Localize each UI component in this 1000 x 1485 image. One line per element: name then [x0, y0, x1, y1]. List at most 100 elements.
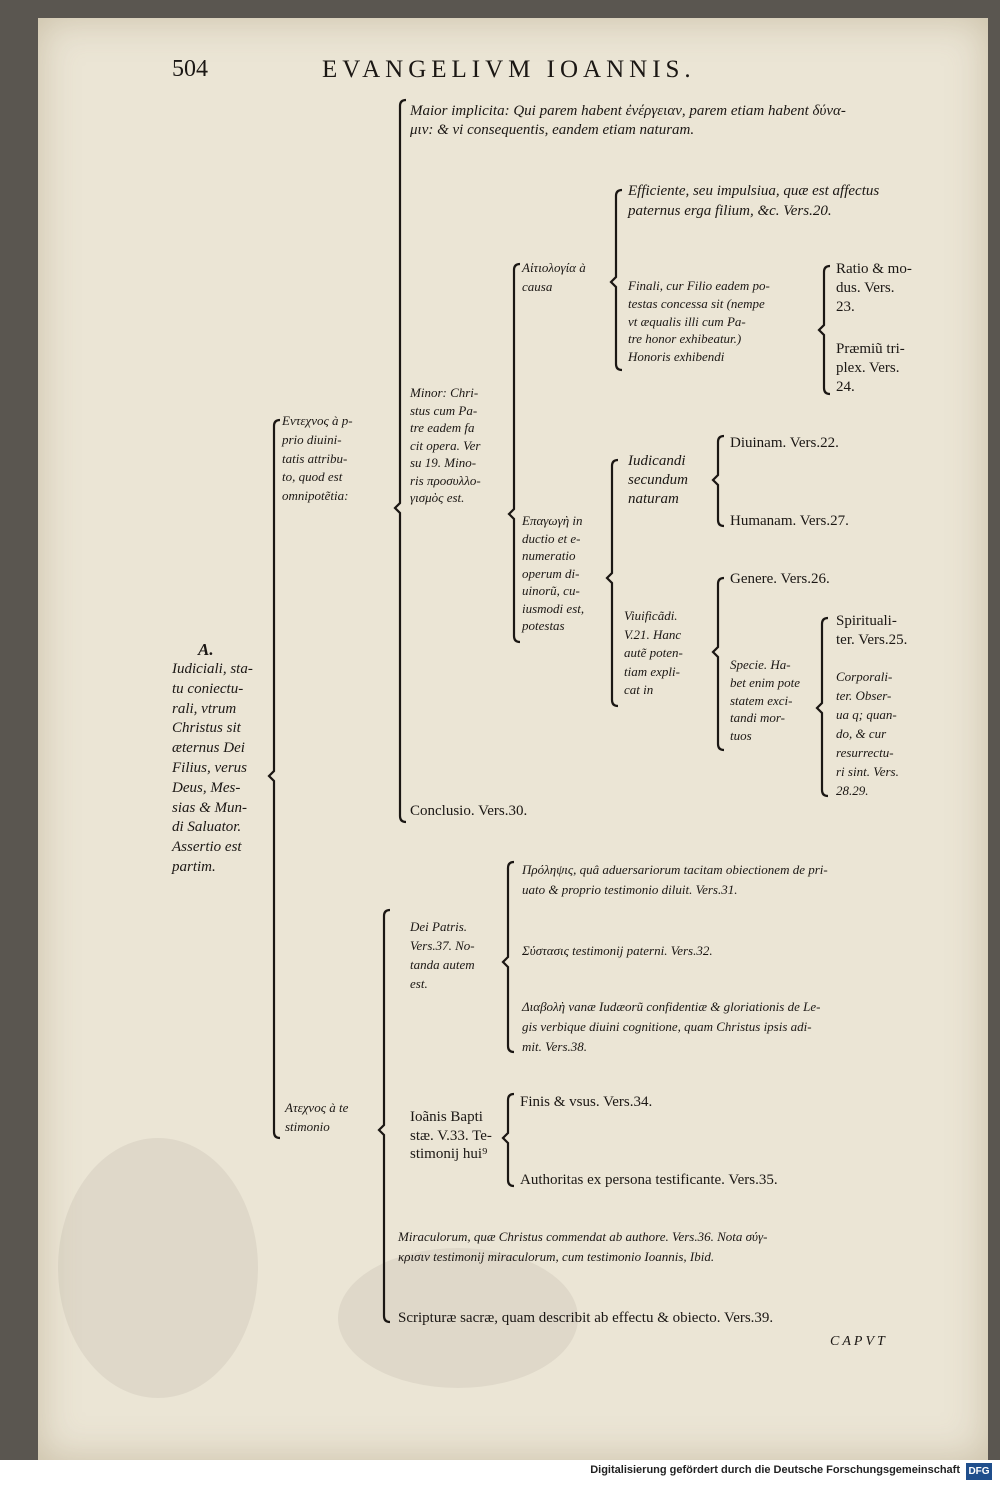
minor-line: γισμὸς est.: [410, 490, 465, 505]
specie-line: tuos: [730, 728, 752, 744]
brace-line: [377, 908, 391, 1324]
miraculorum-line: κρισιν testimonij miraculorum, cum testi…: [398, 1249, 715, 1264]
entechnos-line: Εντεχνος à p-: [282, 413, 353, 428]
root-line: Assertio est: [172, 839, 242, 856]
conclusio: Conclusio. Vers.30.: [410, 803, 528, 819]
brace-line: [507, 262, 521, 644]
root-line: Deus, Mes-: [172, 779, 241, 796]
diabole-line: Διαβολὴ vanæ Iudæorũ confidentiæ & glori…: [522, 999, 821, 1014]
entechnos-line: to, quod est: [282, 469, 343, 485]
finali-line: Honoris exhibendi: [628, 349, 725, 365]
epagoge-line: uinorũ, cu-: [522, 583, 580, 598]
efficiente-line: Efficiente, seu impulsiua, quæ est affec…: [628, 183, 880, 199]
brace-line: [501, 860, 515, 1054]
root-line: partim.: [172, 859, 216, 875]
paper-stain: [338, 1248, 578, 1388]
dei-line: Dei Patris.: [410, 919, 468, 934]
iudicandi-line: Iudicandi: [628, 453, 686, 469]
brace-line: [609, 188, 623, 372]
minor-line: cit opera. Ver: [410, 437, 481, 453]
finali-line: testas concessa sit (nempe: [628, 295, 765, 311]
specie-line: tandi mor-: [730, 710, 785, 726]
apologia-line: causa: [522, 279, 553, 294]
corporaliter-line: ter. Obser-: [836, 688, 892, 703]
epagoge-line: Επαγωγὴ in: [522, 513, 583, 528]
major-line: Maior implicita: Qui parem habent ἐνέργε…: [410, 103, 846, 119]
viuificandi-line: Viuificãdi.: [624, 608, 678, 623]
footer-bar: Digitalisierung gefördert durch die Deut…: [0, 1460, 1000, 1485]
brace-line: [711, 576, 725, 752]
root-line: Christus sit: [172, 720, 241, 737]
entechnos-line: omnipotẽtia:: [282, 488, 349, 504]
diabole-line: mit. Vers.38.: [522, 1039, 587, 1054]
minor-line: stus cum Pa-: [410, 402, 478, 418]
epagoge-line: potestas: [522, 618, 565, 633]
iudicandi-line: naturam: [628, 491, 679, 507]
root-line: Filius, verus: [172, 760, 247, 776]
dei-line: tanda autem: [410, 957, 475, 972]
root-line: sias & Mun-: [172, 799, 247, 816]
genere: Genere. Vers.26.: [730, 571, 830, 587]
epagoge-line: numeratio: [522, 548, 576, 563]
dfg-logo: DFG: [966, 1463, 992, 1480]
dei-line: est.: [410, 976, 428, 991]
root-marker: A.: [198, 640, 214, 659]
root-line: Iudiciali, sta-: [172, 661, 253, 677]
corporaliter-line: ua q; quan-: [836, 707, 897, 722]
minor-line: Minor: Chri-: [410, 385, 479, 400]
root-line: rali, vtrum: [172, 700, 237, 717]
ratio-line: 23.: [836, 299, 855, 315]
prolepsis-line: uato & proprio testimonio diluit. Vers.3…: [522, 882, 738, 897]
ratio-line: Ratio & mo-: [836, 261, 912, 277]
running-head: EVANGELIVM IOANNIS.: [322, 56, 696, 83]
corporaliter-line: 28.29.: [836, 783, 869, 798]
prolepsis-line: Πρόληψις, quâ aduersariorum tacitam obie…: [522, 862, 828, 877]
iudicandi-line: secundum: [628, 472, 688, 488]
finali-line: vt æqualis illi cum Pa-: [628, 313, 746, 329]
viuificandi-line: autẽ poten-: [624, 645, 683, 660]
praemium-line: Præmiũ tri-: [836, 341, 905, 357]
finali-line: Finali, cur Filio eadem po-: [628, 278, 770, 293]
atechnos-line: stimonio: [285, 1119, 330, 1134]
diabole-line: gis verbique diuini cognitione, quam Chr…: [522, 1019, 812, 1034]
apologia-line: Αἰτιολογία à: [522, 260, 586, 275]
viuificandi-line: cat in: [624, 682, 654, 697]
ratio-line: dus. Vers.: [836, 280, 895, 296]
specie-line: Specie. Ha-: [730, 657, 791, 672]
root-line: tu coniectu-: [172, 680, 244, 697]
brace-line: [711, 434, 725, 528]
root-line: æternus Dei: [172, 740, 245, 757]
viuificandi-line: V.21. Hanc: [624, 626, 682, 642]
epagoge-line: operum di-: [522, 565, 580, 581]
specie-line: bet enim pote: [730, 674, 801, 690]
brace-line: [817, 264, 831, 396]
paper-stain: [58, 1138, 258, 1398]
corporaliter-line: resurrectu-: [836, 745, 894, 760]
ioannis-line: Ioãnis Bapti: [410, 1109, 483, 1125]
spiritualiter-line: Spirituali-: [836, 613, 897, 629]
ioannis-line: stæ. V.33. Te-: [410, 1127, 492, 1144]
book-page: [38, 18, 988, 1460]
miraculorum-line: Miraculorum, quæ Christus commendat ab a…: [398, 1229, 768, 1244]
corporaliter-line: do, & cur: [836, 726, 887, 741]
catchword: CAPVT: [830, 1334, 888, 1349]
atechnos-line: Ατεχνος à te: [285, 1100, 349, 1115]
systasis: Σύστασις testimonij paterni. Vers.32.: [522, 943, 713, 958]
authoritas: Authoritas ex persona testificante. Vers…: [520, 1172, 778, 1188]
dei-line: Vers.37. No-: [410, 938, 475, 953]
brace-line: [393, 98, 407, 824]
epagoge-line: iusmodi est,: [522, 600, 585, 616]
brace-line: [605, 458, 619, 708]
diuinam: Diuinam. Vers.22.: [730, 435, 839, 451]
spiritualiter-line: ter. Vers.25.: [836, 632, 908, 648]
viuificandi-line: tiam expli-: [624, 663, 680, 679]
minor-line: su 19. Mino-: [410, 455, 477, 470]
praemium-line: 24.: [836, 379, 855, 395]
footer-credit: Digitalisierung gefördert durch die Deut…: [590, 1464, 960, 1476]
brace-line: [501, 1092, 515, 1188]
corporaliter-line: ri sint. Vers.: [836, 764, 899, 779]
corporaliter-line: Corporali-: [836, 669, 893, 684]
epagoge-line: ductio et e-: [522, 530, 581, 546]
ioannis-line: stimonij hui⁹: [410, 1146, 488, 1162]
minor-line: ris προσυλλο-: [410, 472, 481, 488]
